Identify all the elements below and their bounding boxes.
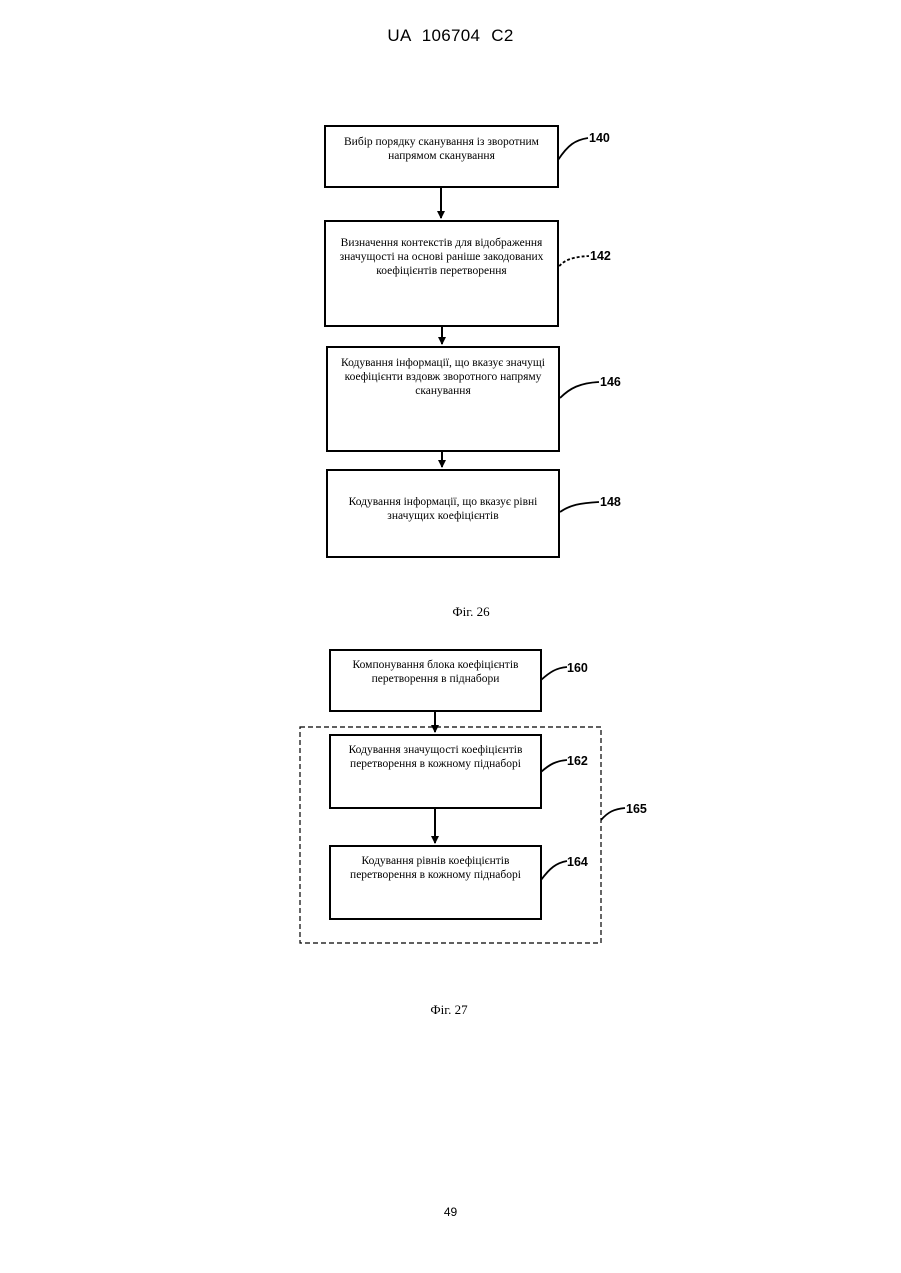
ref-label-162: 162 xyxy=(567,754,588,768)
flow-step-164: Кодування рівнів коефіцієнтів перетворен… xyxy=(329,845,542,920)
leader-148 xyxy=(560,502,599,512)
leader-165 xyxy=(601,808,625,820)
ref-label-165: 165 xyxy=(626,802,647,816)
flow-step-160: Компонування блока коефіцієнтів перетвор… xyxy=(329,649,542,712)
ref-label-142: 142 xyxy=(590,249,611,263)
figure-caption-27: Фіг. 27 xyxy=(389,1002,509,1018)
figure-caption-26: Фіг. 26 xyxy=(411,604,531,620)
leader-140 xyxy=(558,138,588,160)
leader-162 xyxy=(541,760,567,772)
leader-164 xyxy=(541,861,567,880)
ref-label-160: 160 xyxy=(567,661,588,675)
page-number: 49 xyxy=(0,1205,901,1219)
flow-step-148: Кодування інформації, що вказує рівні зн… xyxy=(326,469,560,558)
flow-step-142: Визначення контекстів для відображення з… xyxy=(324,220,559,327)
leader-146 xyxy=(560,382,599,398)
ref-label-140: 140 xyxy=(589,131,610,145)
leader-160 xyxy=(541,667,567,680)
flow-step-140: Вибір порядку сканування із зворотним на… xyxy=(324,125,559,188)
flow-step-146: Кодування інформації, що вказує значущі … xyxy=(326,346,560,452)
ref-label-148: 148 xyxy=(600,495,621,509)
ref-label-146: 146 xyxy=(600,375,621,389)
leader-142 xyxy=(556,256,589,270)
flow-step-162: Кодування значущості коефіцієнтів перетв… xyxy=(329,734,542,809)
ref-label-164: 164 xyxy=(567,855,588,869)
